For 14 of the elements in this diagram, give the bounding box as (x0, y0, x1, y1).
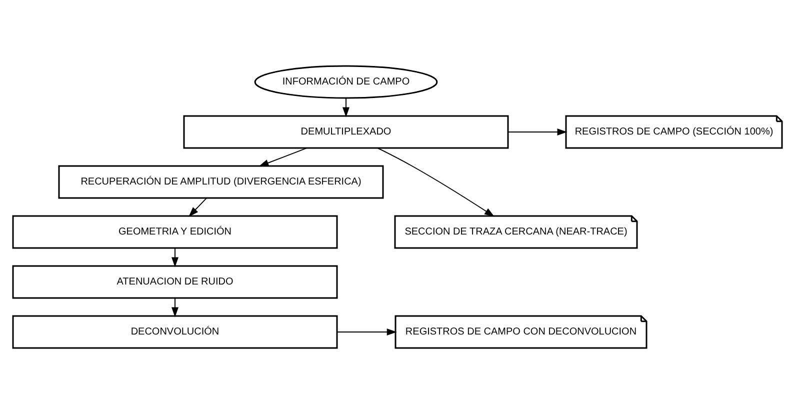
arrow (342, 97, 349, 117)
node-ellipse: INFORMACIÓN DE CAMPO (254, 64, 438, 98)
node-box: DEMULTIPLEXADO (182, 114, 508, 148)
node-box: DECONVOLUCIÓN (12, 314, 338, 348)
arrow (188, 197, 206, 216)
node-box: RECUPERACIÓN DE AMPLITUD (DIVERGENCIA ESFERICA) (58, 164, 384, 198)
arrow (336, 328, 396, 335)
arrow (171, 247, 178, 267)
arrow (171, 297, 178, 317)
arrow (376, 147, 494, 216)
node-box: GEOMETRIA Y EDICIÓN (12, 214, 338, 248)
node-box: ATENUACION DE RUIDO (12, 264, 338, 298)
arrow (507, 128, 567, 135)
arrow (258, 147, 307, 166)
